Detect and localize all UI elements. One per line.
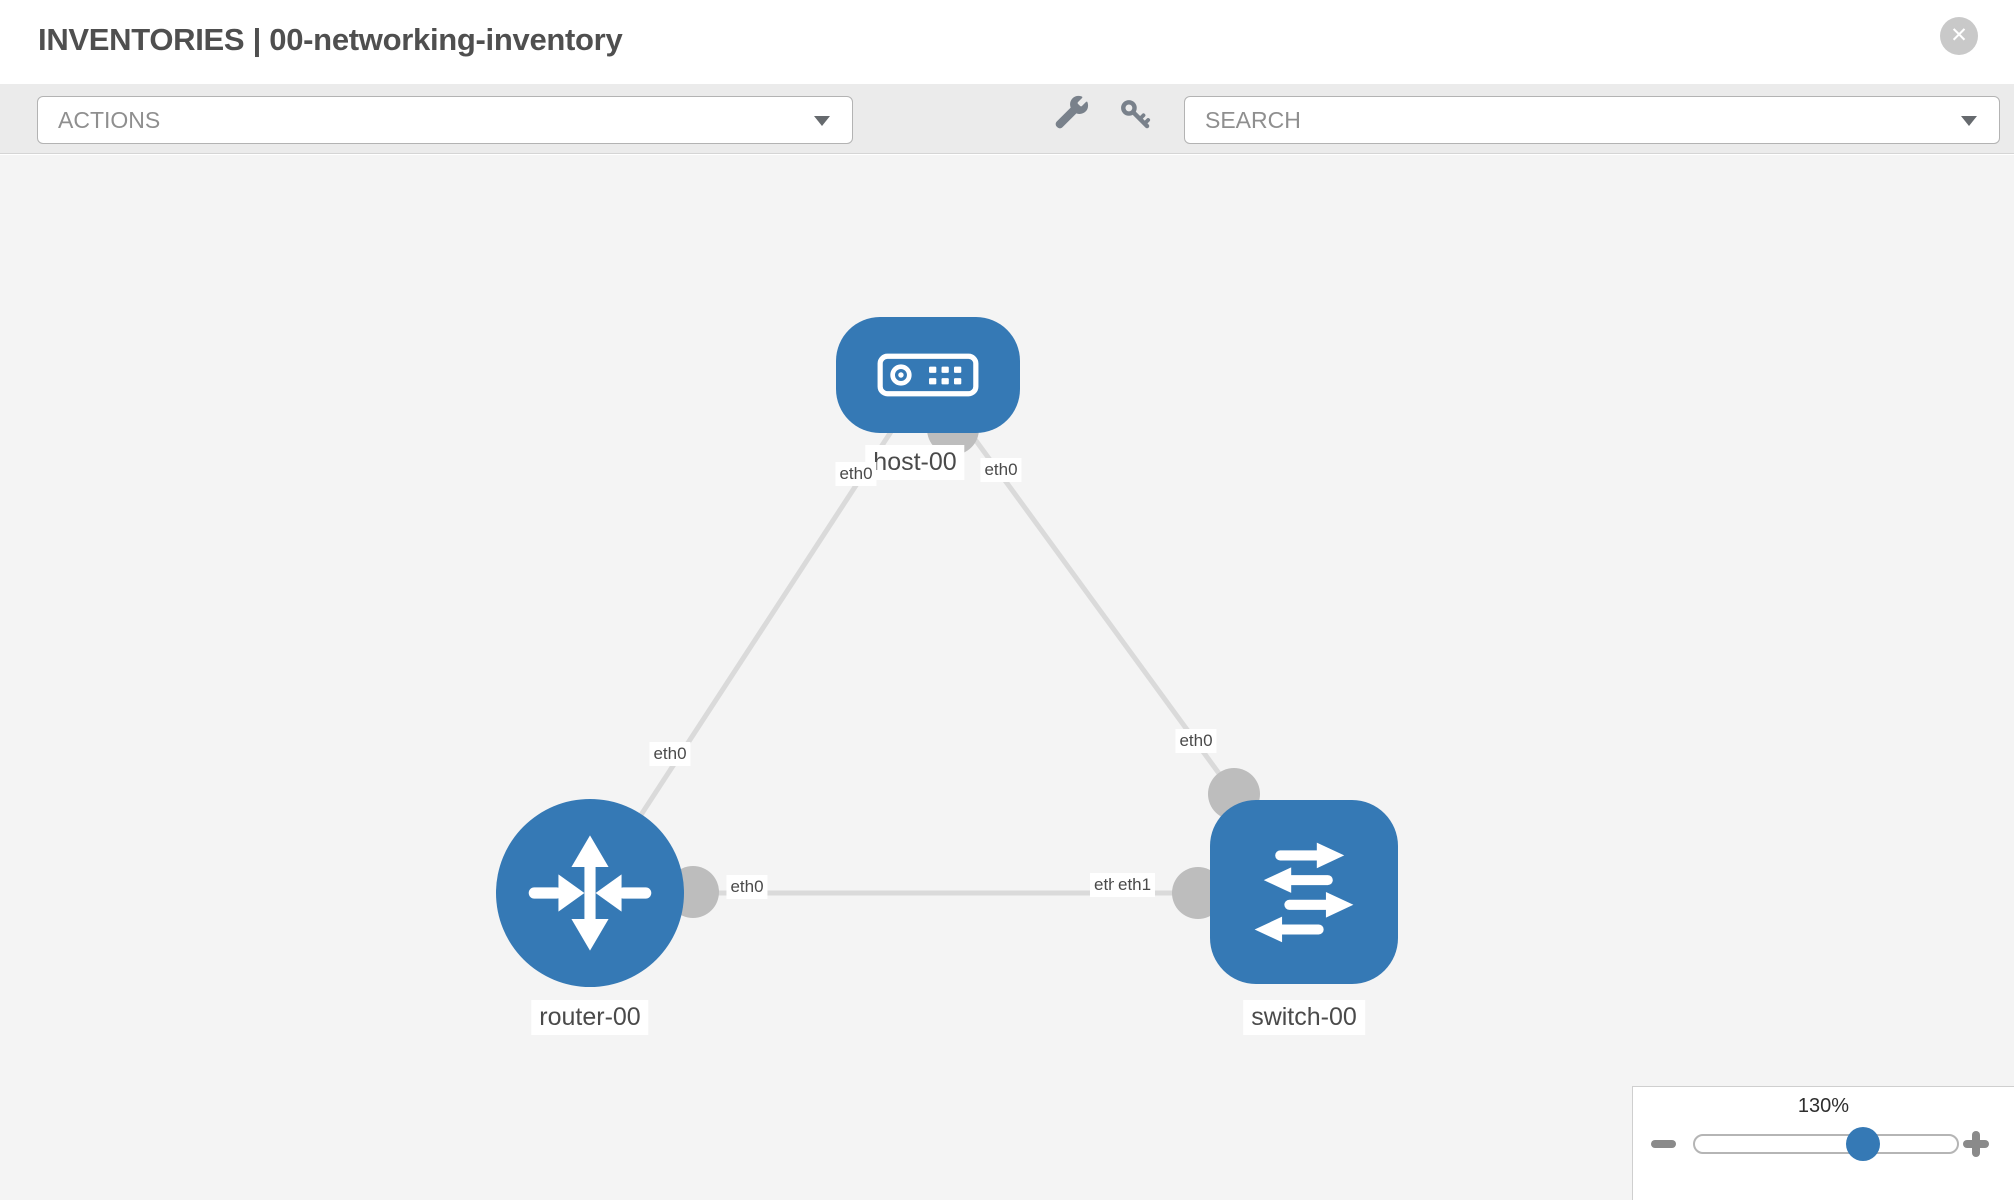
node-host[interactable] — [836, 317, 1020, 433]
zoom-panel: 130% — [1632, 1086, 2014, 1200]
host-icon — [877, 353, 979, 397]
panel-header: INVENTORIES | 00-networking-inventory ✕ — [0, 0, 2014, 84]
interface-label-host-eth0-right: eth0 — [980, 458, 1022, 482]
actions-dropdown[interactable]: ACTIONS — [37, 96, 853, 144]
node-router[interactable] — [496, 799, 684, 987]
zoom-level-value: 130% — [1797, 1095, 1850, 1117]
wrench-icon[interactable] — [1052, 94, 1090, 132]
node-label-host: host-00 — [865, 445, 965, 480]
topology-links-layer — [587, 373, 1260, 919]
node-switch[interactable] — [1210, 800, 1398, 984]
zoom-out-button[interactable] — [1651, 1140, 1676, 1148]
actions-dropdown-label: ACTIONS — [58, 107, 161, 133]
chevron-down-icon — [814, 116, 830, 126]
key-icon[interactable] — [1119, 98, 1152, 131]
interface-label-switch-top: eth0 — [1175, 729, 1217, 753]
link-host-switch[interactable] — [925, 373, 1237, 796]
search-input[interactable]: SEARCH — [1184, 96, 2000, 144]
zoom-slider-track[interactable] — [1693, 1134, 1959, 1154]
node-label-router: router-00 — [531, 1000, 649, 1035]
router-icon — [528, 835, 652, 951]
zoom-slider-handle[interactable] — [1846, 1127, 1880, 1161]
chevron-down-icon — [1961, 116, 1977, 126]
switch-icon — [1254, 842, 1354, 943]
node-label-switch: switch-00 — [1243, 1000, 1365, 1035]
close-button[interactable]: ✕ — [1940, 17, 1978, 55]
interface-label-router-top: eth0 — [649, 742, 691, 766]
interface-label-host-eth0-left: eth0 — [835, 462, 877, 486]
network-canvas: host-00 router-00 switch-00 eth0 eth0 et… — [0, 155, 2014, 1200]
zoom-in-button[interactable] — [1963, 1131, 1989, 1157]
toolbar: ACTIONS SEARCH — [0, 84, 2014, 154]
search-placeholder: SEARCH — [1205, 107, 1301, 133]
close-icon: ✕ — [1950, 24, 1968, 47]
interface-label-router-right: eth0 — [726, 875, 768, 899]
page-title: INVENTORIES | 00-networking-inventory — [38, 22, 623, 57]
interface-label-switch-left: eth1 — [1114, 873, 1156, 897]
